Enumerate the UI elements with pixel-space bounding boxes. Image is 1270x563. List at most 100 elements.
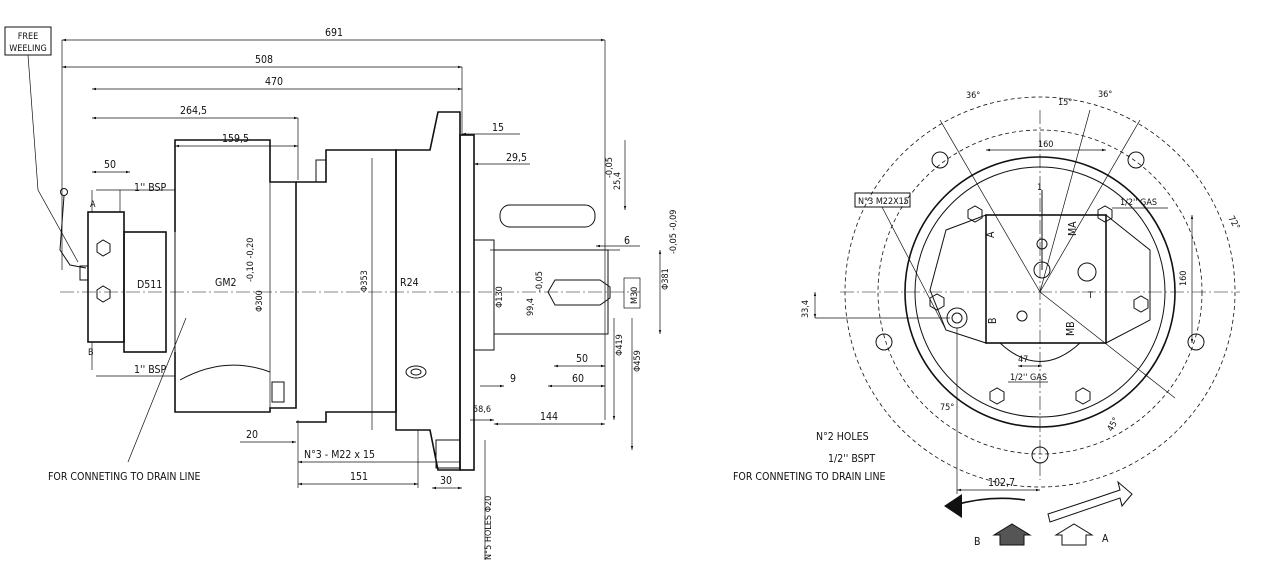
dim-159: 159,5: [222, 133, 249, 145]
rotation-arrow-a: [1047, 480, 1133, 523]
front-label-ma: MA: [1067, 221, 1079, 236]
drain-leader-side: [127, 317, 187, 463]
dim-dia-353: Φ353: [360, 270, 370, 292]
free-wheeling-leader: [27, 54, 79, 263]
front-label-holes: N°2 HOLES: [816, 431, 869, 443]
free-wheeling-line-2: WEELING: [9, 44, 46, 54]
dim-6: 6: [624, 235, 630, 247]
flange-hole-2: [1127, 151, 1145, 169]
dim-58: 58,6: [473, 405, 491, 415]
dim-m30: M30: [630, 287, 640, 304]
dim-angle-36-left: 36°: [966, 91, 980, 101]
dim-dia-381: Φ381: [661, 268, 671, 290]
dim-151: 151: [350, 471, 368, 483]
dim-25-tol: -0,05: [605, 157, 615, 178]
dim-160-v: 160: [1179, 271, 1189, 286]
label-gm2: GM2: [215, 277, 236, 289]
valve-right-wedge: [1105, 213, 1151, 344]
dim-60: 60: [572, 373, 584, 385]
port-a-hex: [96, 239, 111, 257]
dim-9: 9: [510, 373, 516, 385]
dim-160-h: 160: [1038, 140, 1053, 150]
rotation-label-a: A: [1102, 533, 1109, 545]
rotation-arrowhead-b: [944, 494, 962, 518]
lever-pin: [79, 265, 89, 281]
motor-gm2-body: [174, 139, 297, 413]
dim-25: 25,4: [613, 172, 623, 190]
front-label-b: B: [987, 318, 999, 324]
dim-dia-459: Φ459: [633, 350, 643, 372]
dim-102: 102,7: [988, 477, 1015, 489]
valve-left-wedge: [929, 214, 987, 344]
dim-dia-419: Φ419: [615, 334, 625, 356]
dim-264: 264,5: [180, 105, 207, 117]
label-drain-side: FOR CONNETING TO DRAIN LINE: [48, 471, 201, 483]
dim-m22: N°3 - M22 x 15: [304, 449, 375, 461]
dim-144: 144: [540, 411, 558, 423]
front-view: A B MA MB T 1 N°3 M22X15 160 160 1/2'' G…: [733, 90, 1241, 548]
port-mb: [1016, 310, 1028, 322]
dim-33: 33,4: [801, 300, 811, 318]
front-label-a: A: [985, 231, 997, 238]
free-wheeling-line-1: FREE: [18, 32, 39, 42]
front-label-m22: N°3 M22X15: [858, 197, 909, 207]
gearbox-r24: [395, 111, 461, 471]
rotation-arrow-b: [954, 497, 1026, 506]
hex-bolt-5: [989, 387, 1005, 405]
dim-holes-20: N°5 HOLES Φ20: [484, 496, 494, 560]
rotation-label-b: B: [974, 536, 980, 548]
front-label-1: 1: [1037, 183, 1042, 193]
label-b-port: B: [88, 348, 94, 358]
dim-angle-72: 72°: [1225, 215, 1241, 232]
front-label-drain: FOR CONNETING TO DRAIN LINE: [733, 471, 886, 483]
dim-29: 29,5: [506, 152, 527, 164]
front-label-mb: MB: [1065, 321, 1077, 336]
dim-20: 20: [246, 429, 258, 441]
hex-bolt-3: [929, 293, 945, 311]
front-valve-block: [985, 214, 1107, 344]
dim-99-tol: -0,05: [535, 271, 545, 292]
label-bsp-bottom: 1'' BSP: [134, 364, 166, 376]
bolt-head-top: [315, 159, 327, 183]
valve-block: [87, 211, 125, 343]
hex-bolt-1: [967, 205, 983, 223]
dim-691: 691: [325, 27, 343, 39]
dim-dia-381-tol: -0,05 -0,09: [669, 210, 679, 254]
bolt-head-bottom: [271, 381, 285, 403]
dim-dia-300: Φ300: [255, 290, 265, 312]
shaft-key: [499, 204, 596, 228]
front-label-t: T: [1087, 291, 1093, 301]
drain-plug: [405, 365, 427, 379]
dim-15: 15: [492, 122, 504, 134]
flange-hole-3: [875, 333, 893, 351]
port-t: [1077, 262, 1097, 282]
front-label-gas-bot: 1/2'' GAS: [1010, 373, 1047, 383]
shaft-bolt: [547, 279, 611, 306]
dim-50b: 50: [576, 353, 588, 365]
label-bsp-top: 1'' BSP: [134, 182, 166, 194]
dim-99: 99,4: [526, 298, 536, 316]
free-wheeling-lever-knob: [60, 188, 68, 196]
side-view: FREE WEELING A B 1'' BSP 1'' BSP D511 GM…: [4, 26, 679, 560]
dim-angle-36-right: 36°: [1098, 90, 1112, 100]
arrow-b-icon: [992, 523, 1032, 546]
dim-dia-130: Φ130: [495, 286, 505, 308]
m22-label-box: [854, 192, 911, 208]
motor-gm2-contour: [179, 364, 271, 381]
gearbox-stage-1: [296, 149, 397, 423]
rotation-arc: [844, 96, 1236, 488]
flange-hole-1: [931, 151, 949, 169]
dim-angle-75: 75°: [940, 403, 954, 413]
port-b-hex: [96, 285, 111, 303]
dim-470: 470: [265, 76, 283, 88]
dim-508: 508: [255, 54, 273, 66]
flange-spigot: [473, 239, 495, 351]
dim-angle-45: 45°: [1106, 416, 1122, 433]
label-a-port: A: [90, 200, 96, 210]
valve-lower-arc: [999, 342, 1081, 362]
flange-lug: [435, 439, 461, 469]
dim-dia-300-tol: -0,10 -0,20: [246, 238, 256, 282]
free-wheeling-lever: [59, 195, 87, 269]
